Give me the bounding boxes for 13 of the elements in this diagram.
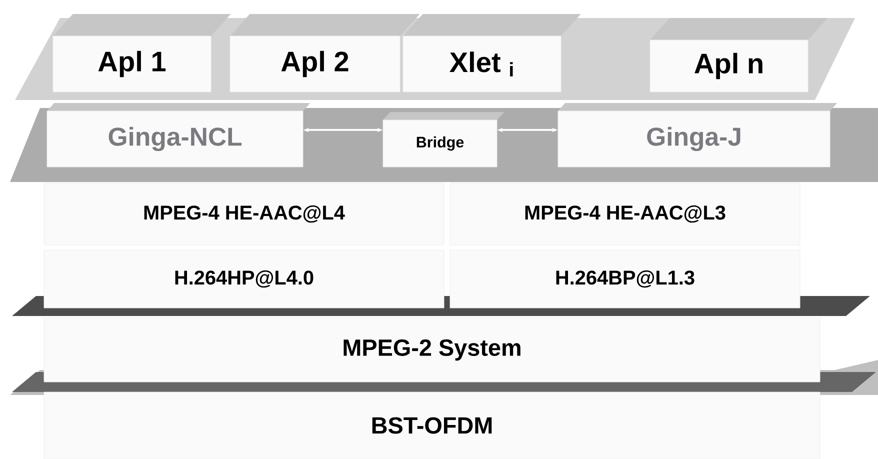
layer-box: BST-OFDM (44, 392, 820, 459)
layer-box: Apl n (650, 18, 828, 92)
layer-box: Apl 1 (52, 14, 231, 92)
layer-box: MPEG-4 HE-AAC@L3 (450, 182, 800, 246)
layer-box: MPEG-2 System (44, 318, 820, 382)
layer-box: H.264BP@L1.3 (450, 250, 800, 308)
layer-box: Ginga-NCL (46, 103, 310, 168)
layer-box: H.264HP@L4.0 (44, 250, 444, 308)
layer-box: Apl 2 (230, 14, 420, 92)
layer-box: Bridge (382, 112, 504, 168)
layer-box: MPEG-4 HE-AAC@L4 (44, 182, 444, 246)
layer-box: Xlet $_{i}$ (402, 14, 581, 92)
layer-box: Ginga-J (558, 103, 838, 168)
